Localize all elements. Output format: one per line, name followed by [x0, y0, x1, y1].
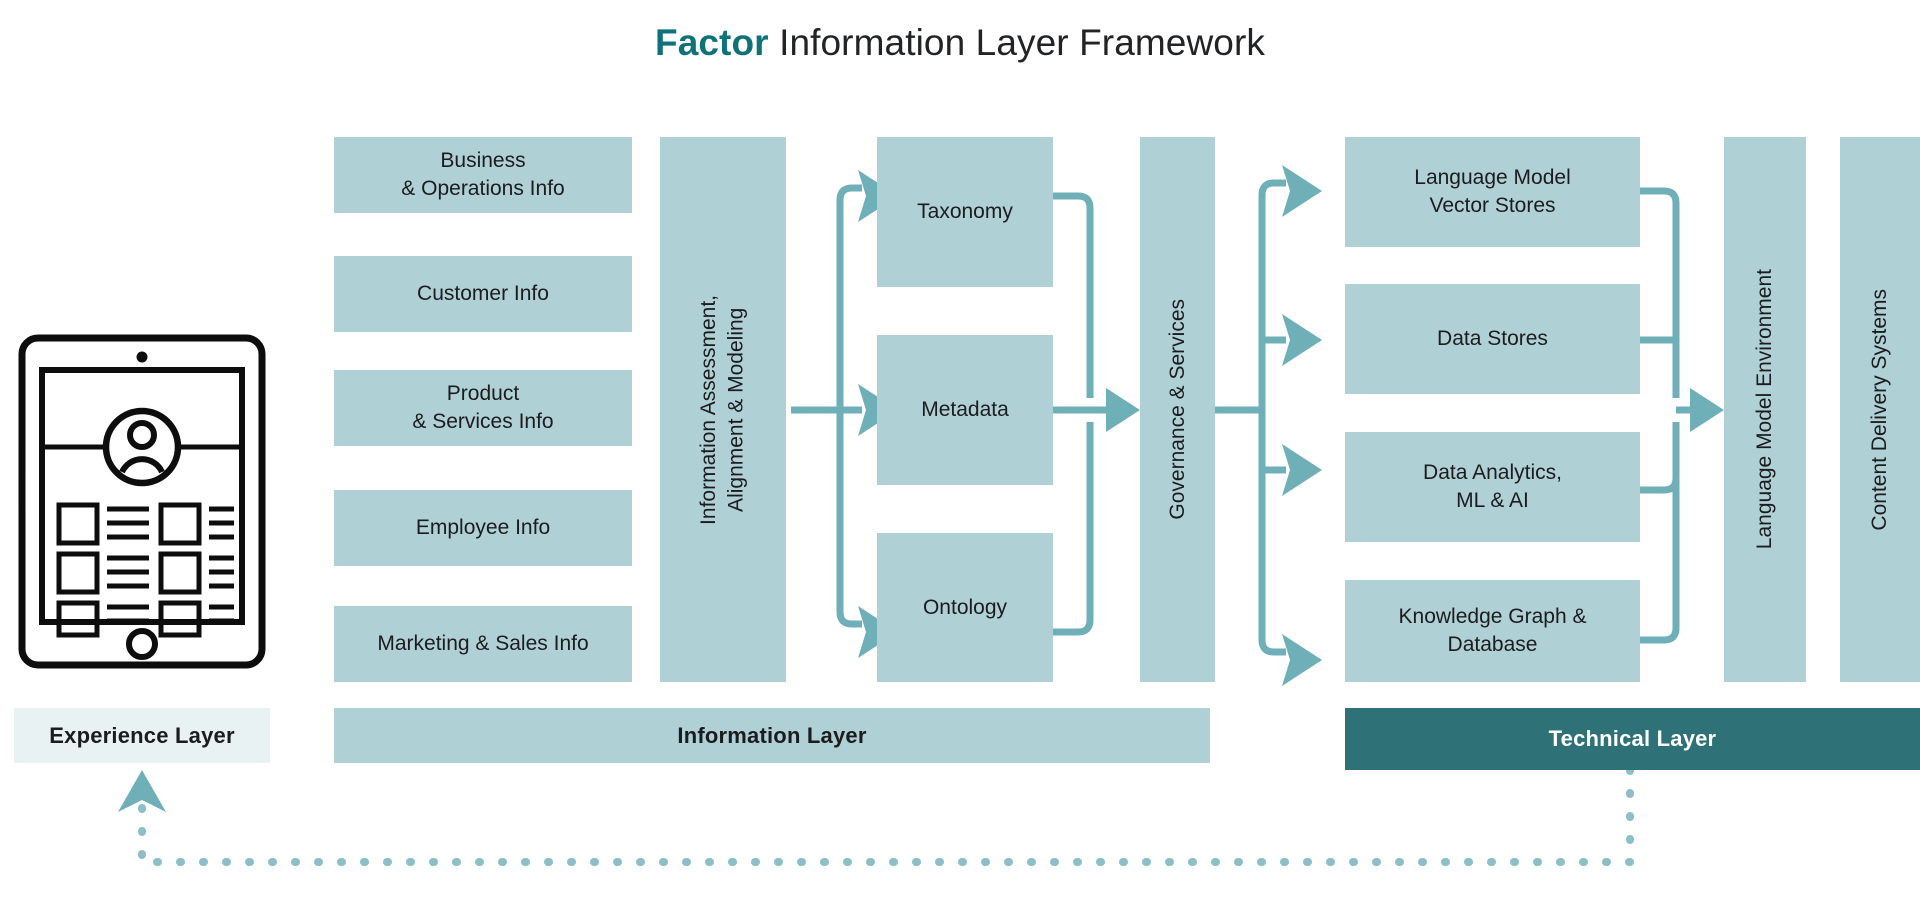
content-delivery-systems-label: Content Delivery Systems [1868, 288, 1892, 531]
technical-data-stores[interactable]: Data Stores [1345, 284, 1640, 394]
info-source-marketing[interactable]: Marketing & Sales Info [334, 606, 632, 682]
model-taxonomy-label: Taxonomy [917, 200, 1013, 224]
governance-services-column[interactable]: Governance & Services [1140, 137, 1215, 682]
connector-models-to-governance [1053, 192, 1140, 636]
technical-data-analytics-ml-ai[interactable]: Data Analytics, ML & AI [1345, 432, 1640, 542]
info-source-customer-label: Customer Info [417, 282, 549, 306]
technical-kg-label: Knowledge Graph & Database [1398, 605, 1587, 656]
info-source-business-label: Business & Operations Info [401, 149, 565, 200]
language-model-environment-column[interactable]: Language Model Environment [1724, 137, 1806, 682]
info-source-product-label: Product & Services Info [412, 382, 554, 433]
information-assessment-column[interactable]: Information Assessment, Alignment & Mode… [660, 137, 786, 682]
page-title: Factor Information Layer Framework [0, 22, 1920, 64]
feedback-loop-connector [118, 766, 1634, 866]
experience-layer-label: Experience Layer [49, 722, 235, 748]
model-metadata[interactable]: Metadata [877, 335, 1053, 485]
title-rest: Information Layer Framework [768, 22, 1265, 63]
brand-word: Factor [655, 22, 769, 63]
info-source-business[interactable]: Business & Operations Info [334, 137, 632, 213]
model-ontology-label: Ontology [922, 595, 1008, 619]
technical-analytics-label: Data Analytics, ML & AI [1423, 461, 1562, 512]
model-taxonomy[interactable]: Taxonomy [877, 137, 1053, 287]
language-model-environment-label: Language Model Environment [1753, 269, 1777, 550]
info-source-marketing-label: Marketing & Sales Info [377, 632, 589, 656]
layer-bar-information[interactable]: Information Layer [334, 708, 1210, 763]
technical-language-model-vector-stores[interactable]: Language Model Vector Stores [1345, 137, 1640, 247]
technical-lmvs-label: Language Model Vector Stores [1414, 166, 1571, 217]
information-layer-label: Information Layer [677, 722, 867, 748]
content-delivery-systems-column[interactable]: Content Delivery Systems [1840, 137, 1920, 682]
information-assessment-label: Information Assessment, Alignment & Mode… [697, 294, 748, 525]
technical-data-stores-label: Data Stores [1437, 327, 1548, 351]
connector-technical-to-lm-environment [1640, 187, 1724, 644]
layer-bar-technical[interactable]: Technical Layer [1345, 708, 1920, 770]
governance-services-label: Governance & Services [1165, 299, 1189, 520]
layer-bar-experience[interactable]: Experience Layer [14, 708, 270, 763]
model-ontology[interactable]: Ontology [877, 533, 1053, 682]
info-source-product[interactable]: Product & Services Info [334, 370, 632, 446]
info-source-employee[interactable]: Employee Info [334, 490, 632, 566]
connector-governance-to-technical [1215, 165, 1322, 686]
technical-layer-label: Technical Layer [1548, 726, 1717, 751]
technical-knowledge-graph-database[interactable]: Knowledge Graph & Database [1345, 580, 1640, 682]
tablet-device-icon [18, 334, 266, 674]
model-metadata-label: Metadata [921, 398, 1009, 422]
info-source-employee-label: Employee Info [415, 516, 551, 540]
info-source-customer[interactable]: Customer Info [334, 256, 632, 332]
